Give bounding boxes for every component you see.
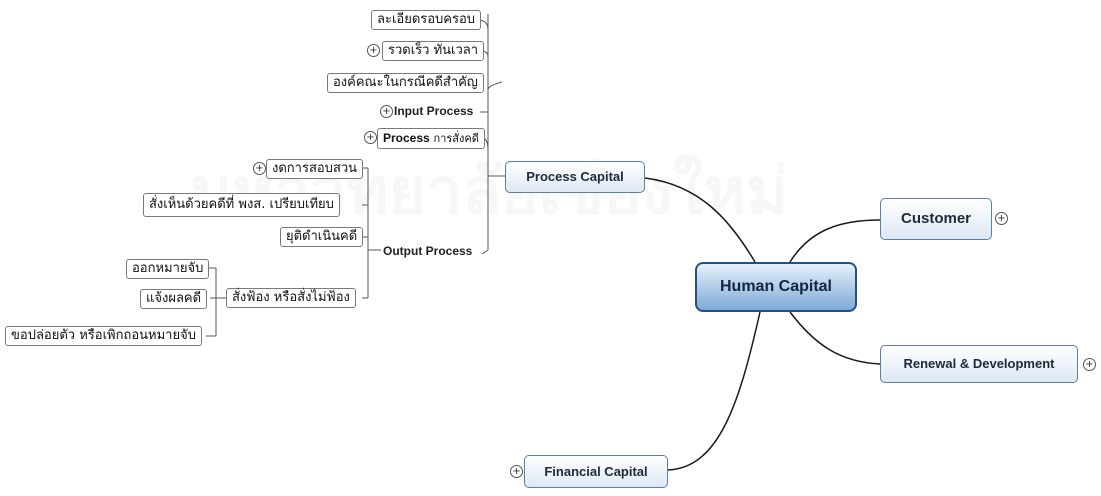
expand-fast-icon[interactable]: + xyxy=(367,44,380,57)
expand-input-process-icon[interactable]: + xyxy=(380,105,393,118)
process-order-suffix: การสั่งคดี xyxy=(433,132,479,145)
process-item-thorough[interactable]: ละเอียดรอบครอบ xyxy=(371,10,482,30)
process-order-prefix: Process xyxy=(383,131,430,145)
connector-center-customer xyxy=(789,219,881,263)
connector-center-financial xyxy=(667,311,761,471)
connector-process-children xyxy=(481,14,505,255)
connector-center-renewal xyxy=(789,311,881,365)
output-item-suspend-inquiry[interactable]: งดการสอบสวน xyxy=(266,159,364,179)
branch-renewal-development[interactable]: Renewal & Development xyxy=(880,345,1078,383)
input-process-label[interactable]: Input Process xyxy=(394,104,474,118)
expand-financial-icon[interactable]: + xyxy=(510,465,523,478)
prosecute-item-notify-result[interactable]: แจ้งผลคดี xyxy=(140,289,208,309)
prosecute-item-release[interactable]: ขอปล่อยตัว หรือเพิกถอนหมายจับ xyxy=(5,326,202,346)
expand-customer-icon[interactable]: + xyxy=(995,212,1008,225)
output-item-terminate-case[interactable]: ยุติดำเนินคดี xyxy=(280,227,364,247)
connector-output-children xyxy=(362,167,381,299)
process-item-fast[interactable]: รวดเร็ว ทันเวลา xyxy=(382,41,485,61)
prosecute-item-warrant[interactable]: ออกหมายจับ xyxy=(126,259,210,279)
center-node-human-capital[interactable]: Human Capital xyxy=(695,262,857,312)
branch-financial-capital[interactable]: Financial Capital xyxy=(524,455,668,488)
process-item-committee[interactable]: องค์คณะในกรณีคดีสำคัญ xyxy=(327,73,484,93)
connector-prosecute-children xyxy=(206,267,226,337)
expand-suspend-inquiry-icon[interactable]: + xyxy=(253,162,266,175)
process-order-node[interactable]: Process การสั่งคดี xyxy=(377,128,485,149)
expand-renewal-icon[interactable]: + xyxy=(1083,358,1096,371)
output-item-agree-settlement[interactable]: สั่งเห็นด้วยคดีที่ พงส. เปรียบเทียบ xyxy=(143,193,340,217)
branch-process-capital[interactable]: Process Capital xyxy=(505,161,645,193)
branch-customer[interactable]: Customer xyxy=(880,198,992,240)
connector-center-process xyxy=(644,177,756,263)
expand-process-order-icon[interactable]: + xyxy=(364,131,377,144)
output-process-label[interactable]: Output Process xyxy=(383,244,473,258)
output-item-prosecute[interactable]: สั่งฟ้อง หรือสั่งไม่ฟ้อง xyxy=(226,288,356,308)
